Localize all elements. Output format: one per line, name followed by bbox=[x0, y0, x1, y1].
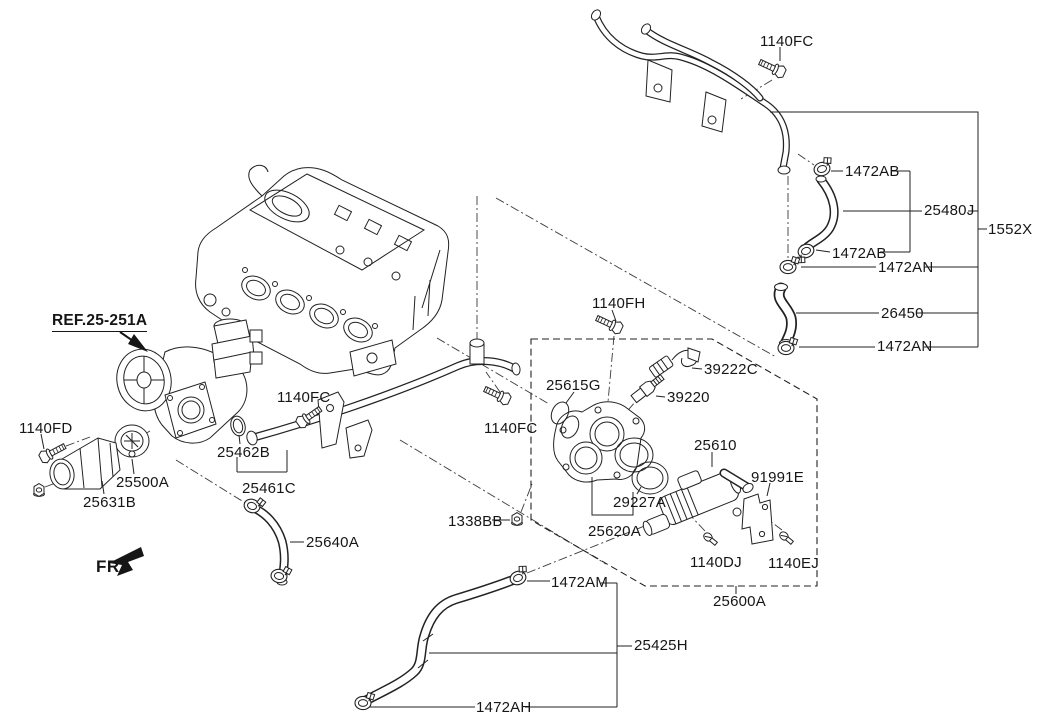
label-29227a: 29227A bbox=[613, 494, 666, 511]
hose-26450-illustration bbox=[773, 255, 801, 356]
screw-1140dj-icon bbox=[701, 530, 719, 548]
ref-arrow bbox=[119, 331, 148, 352]
oring-25462b-illustration bbox=[230, 415, 246, 437]
leader-lines bbox=[40, 47, 987, 708]
label-1140fc-tee: 1140FC bbox=[484, 420, 538, 437]
label-1140fd: 1140FD bbox=[19, 420, 73, 437]
water-pump-illustration bbox=[116, 318, 263, 444]
label-1472am: 1472AM bbox=[551, 574, 609, 591]
label-1140ej: 1140EJ bbox=[768, 555, 819, 572]
label-1338bb: 1338BB bbox=[448, 513, 503, 530]
label-91991e: 91991E bbox=[751, 469, 804, 486]
thermostat-housing-25620a-illustration bbox=[553, 401, 646, 483]
label-25500a: 25500A bbox=[116, 474, 169, 491]
bolt-1140fc-top-icon bbox=[756, 55, 788, 80]
nut-1338bb-icon bbox=[511, 512, 523, 526]
label-ref-25-251a: REF.25-251A bbox=[52, 313, 148, 332]
label-1140fc-bracket: 1140FC bbox=[277, 389, 331, 406]
assembly-boundary-25600a bbox=[530, 338, 818, 587]
label-1140fc-top: 1140FC bbox=[760, 33, 814, 50]
hose-25640a-illustration bbox=[241, 492, 293, 586]
valve-25610-illustration bbox=[642, 468, 754, 536]
label-39220: 39220 bbox=[667, 389, 710, 406]
clamp-icon bbox=[811, 155, 836, 178]
clamp-icon bbox=[779, 255, 801, 275]
fr-arrow bbox=[109, 547, 144, 576]
label-1472ab-upper: 1472AB bbox=[845, 163, 900, 180]
sensor-39220-illustration bbox=[630, 373, 665, 404]
label-1472an-lower: 1472AN bbox=[877, 338, 933, 355]
label-39222c: 39222C bbox=[704, 361, 758, 378]
heater-pipe-assembly-illustration bbox=[590, 9, 791, 175]
oring-25615g-illustration bbox=[550, 401, 580, 439]
coolant-pipe-25461c-illustration bbox=[246, 338, 521, 459]
label-25631b: 25631B bbox=[83, 494, 136, 511]
nut-1140fd-icon bbox=[33, 483, 45, 497]
bolt-1140fh-icon bbox=[593, 311, 625, 336]
label-25600a: 25600A bbox=[713, 593, 766, 610]
engine-illustration bbox=[195, 164, 450, 377]
label-1472ab-lower: 1472AB bbox=[832, 245, 887, 262]
hose-25425h-illustration bbox=[354, 563, 532, 711]
harness-39222c-illustration bbox=[649, 347, 701, 378]
label-1140dj: 1140DJ bbox=[690, 554, 742, 571]
label-1552x: 1552X bbox=[988, 221, 1033, 238]
label-fr: FR. bbox=[96, 557, 125, 576]
label-1472ah: 1472AH bbox=[476, 699, 532, 716]
label-26450: 26450 bbox=[881, 305, 924, 322]
thermostat-25500a-illustration bbox=[114, 424, 150, 458]
label-25461c: 25461C bbox=[242, 480, 296, 497]
label-1472an-upper: 1472AN bbox=[878, 259, 934, 276]
hose-25480j-illustration bbox=[792, 155, 839, 266]
label-25640a: 25640A bbox=[306, 534, 359, 551]
bracket-91991e-illustration bbox=[741, 493, 774, 545]
label-25462b: 25462B bbox=[217, 444, 270, 461]
gasket-29227a-illustration bbox=[614, 437, 669, 495]
label-25620a: 25620A bbox=[588, 523, 641, 540]
bolt-1140fc-mid-icon bbox=[481, 382, 513, 407]
screw-1140ej-icon bbox=[777, 529, 795, 547]
label-25425h: 25425H bbox=[634, 637, 688, 654]
label-25480j: 25480J bbox=[924, 202, 975, 219]
fitting-25631b-illustration bbox=[49, 437, 121, 490]
label-25610: 25610 bbox=[694, 437, 737, 454]
label-1140fh: 1140FH bbox=[592, 295, 646, 312]
label-25615g: 25615G bbox=[546, 377, 601, 394]
